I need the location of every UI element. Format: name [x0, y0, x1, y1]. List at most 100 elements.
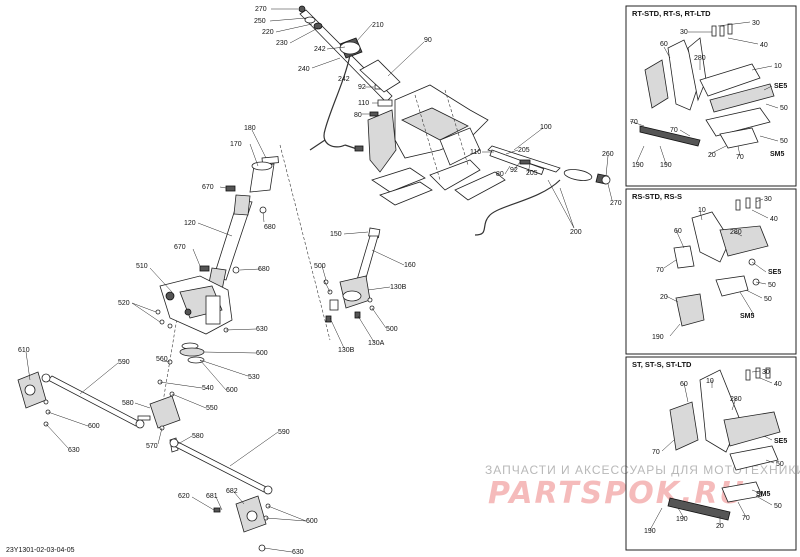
callout-242-lower: 242 — [338, 76, 350, 83]
p2-callout-190: 190 — [652, 334, 664, 341]
cable-connectors-left — [309, 139, 361, 151]
p3-callout-30: 30 — [762, 369, 770, 376]
callout-600-right: 600 — [306, 518, 318, 525]
p1-callout-30-left: 30 — [680, 29, 688, 36]
p1-callout-30: 30 — [752, 20, 760, 27]
p1-callout-40: 40 — [760, 42, 768, 49]
callout-210: 210 — [372, 22, 384, 29]
callout-242: 242 — [314, 46, 326, 53]
panel-st-parts — [667, 367, 781, 521]
callout-520: 520 — [118, 300, 130, 307]
p1-callout-190-right: 190 — [660, 162, 672, 169]
callout-600: 600 — [256, 350, 268, 357]
callout-220: 220 — [262, 29, 274, 36]
p2-callout-60: 60 — [674, 228, 682, 235]
callout-530: 530 — [248, 374, 260, 381]
callout-180: 180 — [244, 125, 256, 132]
throttle-cable-left — [323, 54, 351, 148]
p3-callout-60: 60 — [680, 381, 688, 388]
callout-680: 680 — [264, 224, 276, 231]
handlebar-right — [487, 145, 611, 185]
callout-92: 92 — [358, 84, 366, 91]
callout-630-bottom: 630 — [292, 549, 304, 556]
callout-205: 205 — [518, 147, 530, 154]
p3-callout-50-lower: 50 — [774, 503, 782, 510]
callout-540: 540 — [202, 385, 214, 392]
callout-681: 681 — [206, 493, 218, 500]
assembly-guide-2 — [444, 89, 469, 166]
panel-rs-parts — [673, 197, 769, 327]
callout-510: 510 — [136, 263, 148, 270]
callout-680-lower: 680 — [258, 266, 270, 273]
callout-92-right: 92 — [510, 167, 518, 174]
panel-title-st: ST, ST-S, ST-LTD — [632, 360, 692, 369]
steering-column-top-bracket — [367, 109, 433, 206]
p2-callout-SM5: SM5 — [740, 313, 755, 320]
callout-580: 580 — [122, 400, 134, 407]
callout-130A: 130A — [368, 340, 385, 347]
p3-callout-70: 70 — [652, 449, 660, 456]
handlebar-riser — [394, 84, 506, 201]
p2-callout-30: 30 — [764, 196, 772, 203]
p1-callout-70-right: 70 — [736, 154, 744, 161]
callout-100: 100 — [540, 124, 552, 131]
panel-title-rt: RT-STD, RT-S, RT-LTD — [632, 9, 711, 18]
connector-plug — [354, 145, 364, 152]
p1-callout-60: 60 — [660, 41, 668, 48]
callout-110-right: 110 — [470, 149, 481, 156]
callout-130B-lower: 130B — [338, 347, 355, 354]
callout-630: 630 — [256, 326, 268, 333]
callout-580-lower: 580 — [192, 433, 204, 440]
p3-callout-190: 190 — [676, 516, 688, 523]
p3-callout-280: 280 — [730, 396, 742, 403]
p1-callout-70-mid: 70 — [670, 127, 678, 134]
p2-callout-40: 40 — [770, 216, 778, 223]
callout-500: 500 — [314, 263, 326, 270]
callout-150: 150 — [330, 231, 342, 238]
callout-240: 240 — [298, 66, 310, 73]
callout-670-lower: 670 — [174, 244, 186, 251]
p2-callout-10: 10 — [698, 207, 706, 214]
callout-80: 80 — [354, 112, 362, 119]
callout-590: 590 — [118, 359, 130, 366]
power-steering-unit — [155, 275, 233, 335]
p3-callout-10: 10 — [706, 378, 714, 385]
leader-lines — [25, 8, 779, 553]
callout-570: 570 — [146, 443, 158, 450]
throttle-cable-right — [474, 179, 561, 236]
p2-callout-280: 280 — [730, 229, 742, 236]
callout-500-lower: 500 — [386, 326, 398, 333]
p1-callout-20: 20 — [708, 152, 716, 159]
handlebar-left — [298, 5, 393, 103]
assembly-guide-3 — [279, 144, 331, 341]
callout-80-right: 80 — [496, 171, 504, 178]
p3-callout-40: 40 — [774, 381, 782, 388]
callout-170: 170 — [230, 141, 242, 148]
p2-callout-50: 50 — [768, 282, 776, 289]
p1-callout-SM5: SM5 — [770, 151, 785, 158]
steering-column-lower — [323, 227, 381, 323]
callout-610: 610 — [18, 347, 30, 354]
callout-600-mid: 600 — [226, 387, 238, 394]
callout-200: 200 — [570, 229, 582, 236]
p1-callout-50-lower: 50 — [780, 138, 788, 145]
tie-rod-right — [169, 438, 273, 552]
p2-callout-20: 20 — [660, 294, 668, 301]
part-110 — [377, 99, 393, 107]
part-80 — [369, 111, 379, 117]
callout-250: 250 — [254, 18, 266, 25]
p3-callout-190-left: 190 — [644, 528, 656, 535]
callout-550: 550 — [206, 405, 218, 412]
callout-620: 620 — [178, 493, 190, 500]
p1-callout-50: 50 — [780, 105, 788, 112]
p1-callout-SE5: SE5 — [774, 83, 787, 90]
tie-rod-left — [17, 371, 145, 429]
panel-title-rs: RS-STD, RS-S — [632, 192, 682, 201]
p2-callout-70: 70 — [656, 267, 664, 274]
p3-callout-70-right: 70 — [742, 515, 750, 522]
callout-90: 90 — [424, 37, 432, 44]
callout-682: 682 — [226, 488, 238, 495]
p1-callout-280: 280 — [694, 55, 706, 62]
callout-130B: 130B — [390, 284, 407, 291]
